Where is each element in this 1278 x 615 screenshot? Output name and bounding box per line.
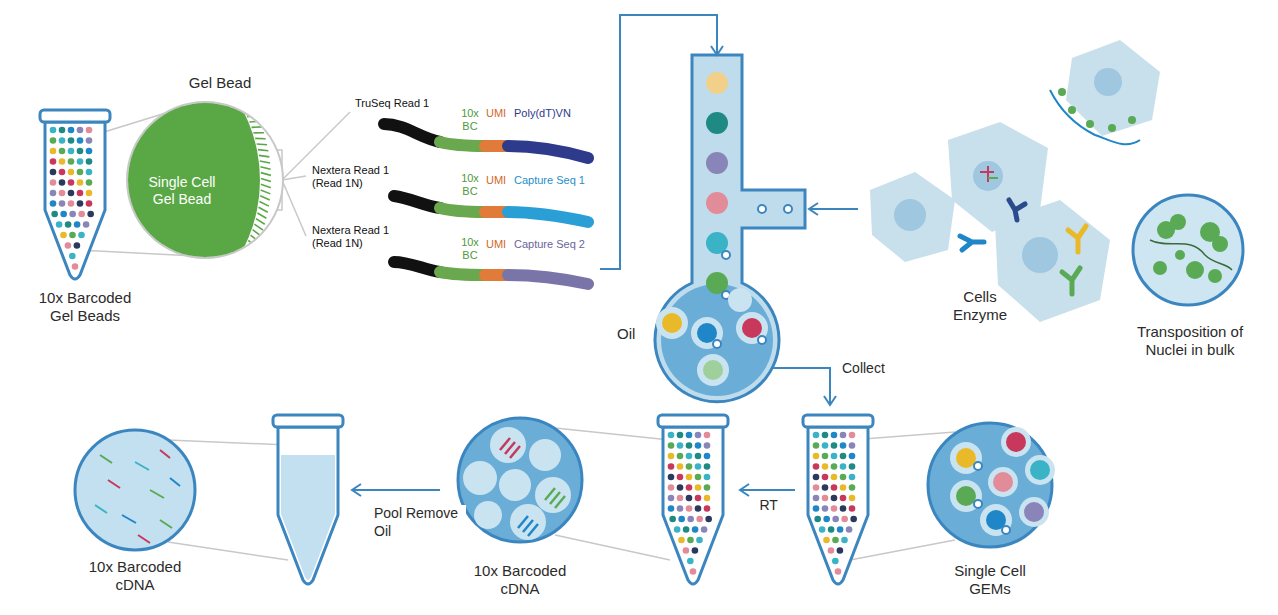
cdna-tube — [658, 415, 728, 584]
node-label: Capture Seq 2 — [514, 238, 585, 251]
step-label: RT — [758, 497, 780, 515]
cells-node: Cells Enzyme — [858, 30, 1113, 330]
step-label: Pool Remove Oil — [372, 505, 466, 540]
node-label: 10x Barcoded cDNA — [465, 562, 575, 598]
node-label: Oil — [617, 325, 635, 343]
microfluidic-chip-node: Oil — [655, 55, 805, 405]
node-label: Transposition of Nuclei in bulk — [1120, 323, 1260, 359]
node-label: Gel Bead — [155, 74, 285, 92]
flow-arrow — [352, 489, 440, 491]
cdna-zoom — [458, 418, 582, 542]
gel-bead-circle: Gel BeadSingle Cell Gel Bead — [127, 102, 283, 258]
node-label: Nextera Read 1 (Read 1N) — [312, 224, 390, 250]
gel-bead-tube — [40, 110, 110, 279]
node-label: Poly(dT)VN — [514, 107, 571, 120]
node-label: 10x Barcoded Gel Beads — [30, 289, 140, 325]
final-tube — [273, 415, 343, 584]
flow-arrow — [809, 208, 858, 210]
node-label: Nextera Read 1 (Read 1N) — [312, 164, 390, 190]
cdna-node: 10x Barcoded cDNA — [450, 405, 740, 600]
transposition-circle — [1133, 195, 1243, 305]
tube-node: 10x Barcoded Gel Beads — [20, 105, 150, 320]
cells — [870, 40, 1160, 322]
node-label: 10x BC — [453, 107, 487, 133]
oligo: Nextera Read 1 (Read 1N) 10x BCUMI Capture… — [310, 220, 600, 290]
final-cdna-node: 10x Barcoded cDNA — [70, 405, 350, 600]
transposition-node: Transposition of Nuclei in bulk — [1120, 195, 1260, 370]
gem-zoom — [928, 423, 1055, 547]
final-zoom — [75, 430, 195, 550]
node-label: 10x Barcoded cDNA — [80, 558, 190, 594]
node-label: 10x BC — [453, 236, 487, 262]
gem-node: Single Cell GEMs — [795, 405, 1060, 600]
node-label: UMI — [486, 107, 506, 120]
node-label: UMI — [486, 174, 506, 187]
oligo: Nextera Read 1 (Read 1N) 10x BCUMI Capture… — [310, 160, 600, 220]
flow-arrow — [600, 15, 717, 269]
node-label: Cells Enzyme — [950, 288, 1010, 324]
gel-bead-core: Single Cell Gel Bead — [141, 172, 223, 212]
node-label: Single Cell GEMs — [940, 562, 1040, 598]
flow-arrow — [740, 489, 795, 491]
flow-arrow — [772, 368, 830, 405]
node-label: Capture Seq 1 — [514, 174, 585, 187]
gem-tube — [803, 415, 873, 584]
node-label: Single Cell Gel Bead — [141, 174, 223, 208]
node-label: 10x BC — [453, 172, 487, 198]
oligo: TruSeq Read 1 10x BCUMI Poly(dT)VN — [310, 95, 600, 165]
microfluidic-chip — [655, 55, 805, 402]
node-label: UMI — [486, 238, 506, 251]
node-label: TruSeq Read 1 — [355, 97, 429, 110]
oligo-strands — [384, 124, 588, 284]
step-label: Collect — [840, 360, 887, 378]
